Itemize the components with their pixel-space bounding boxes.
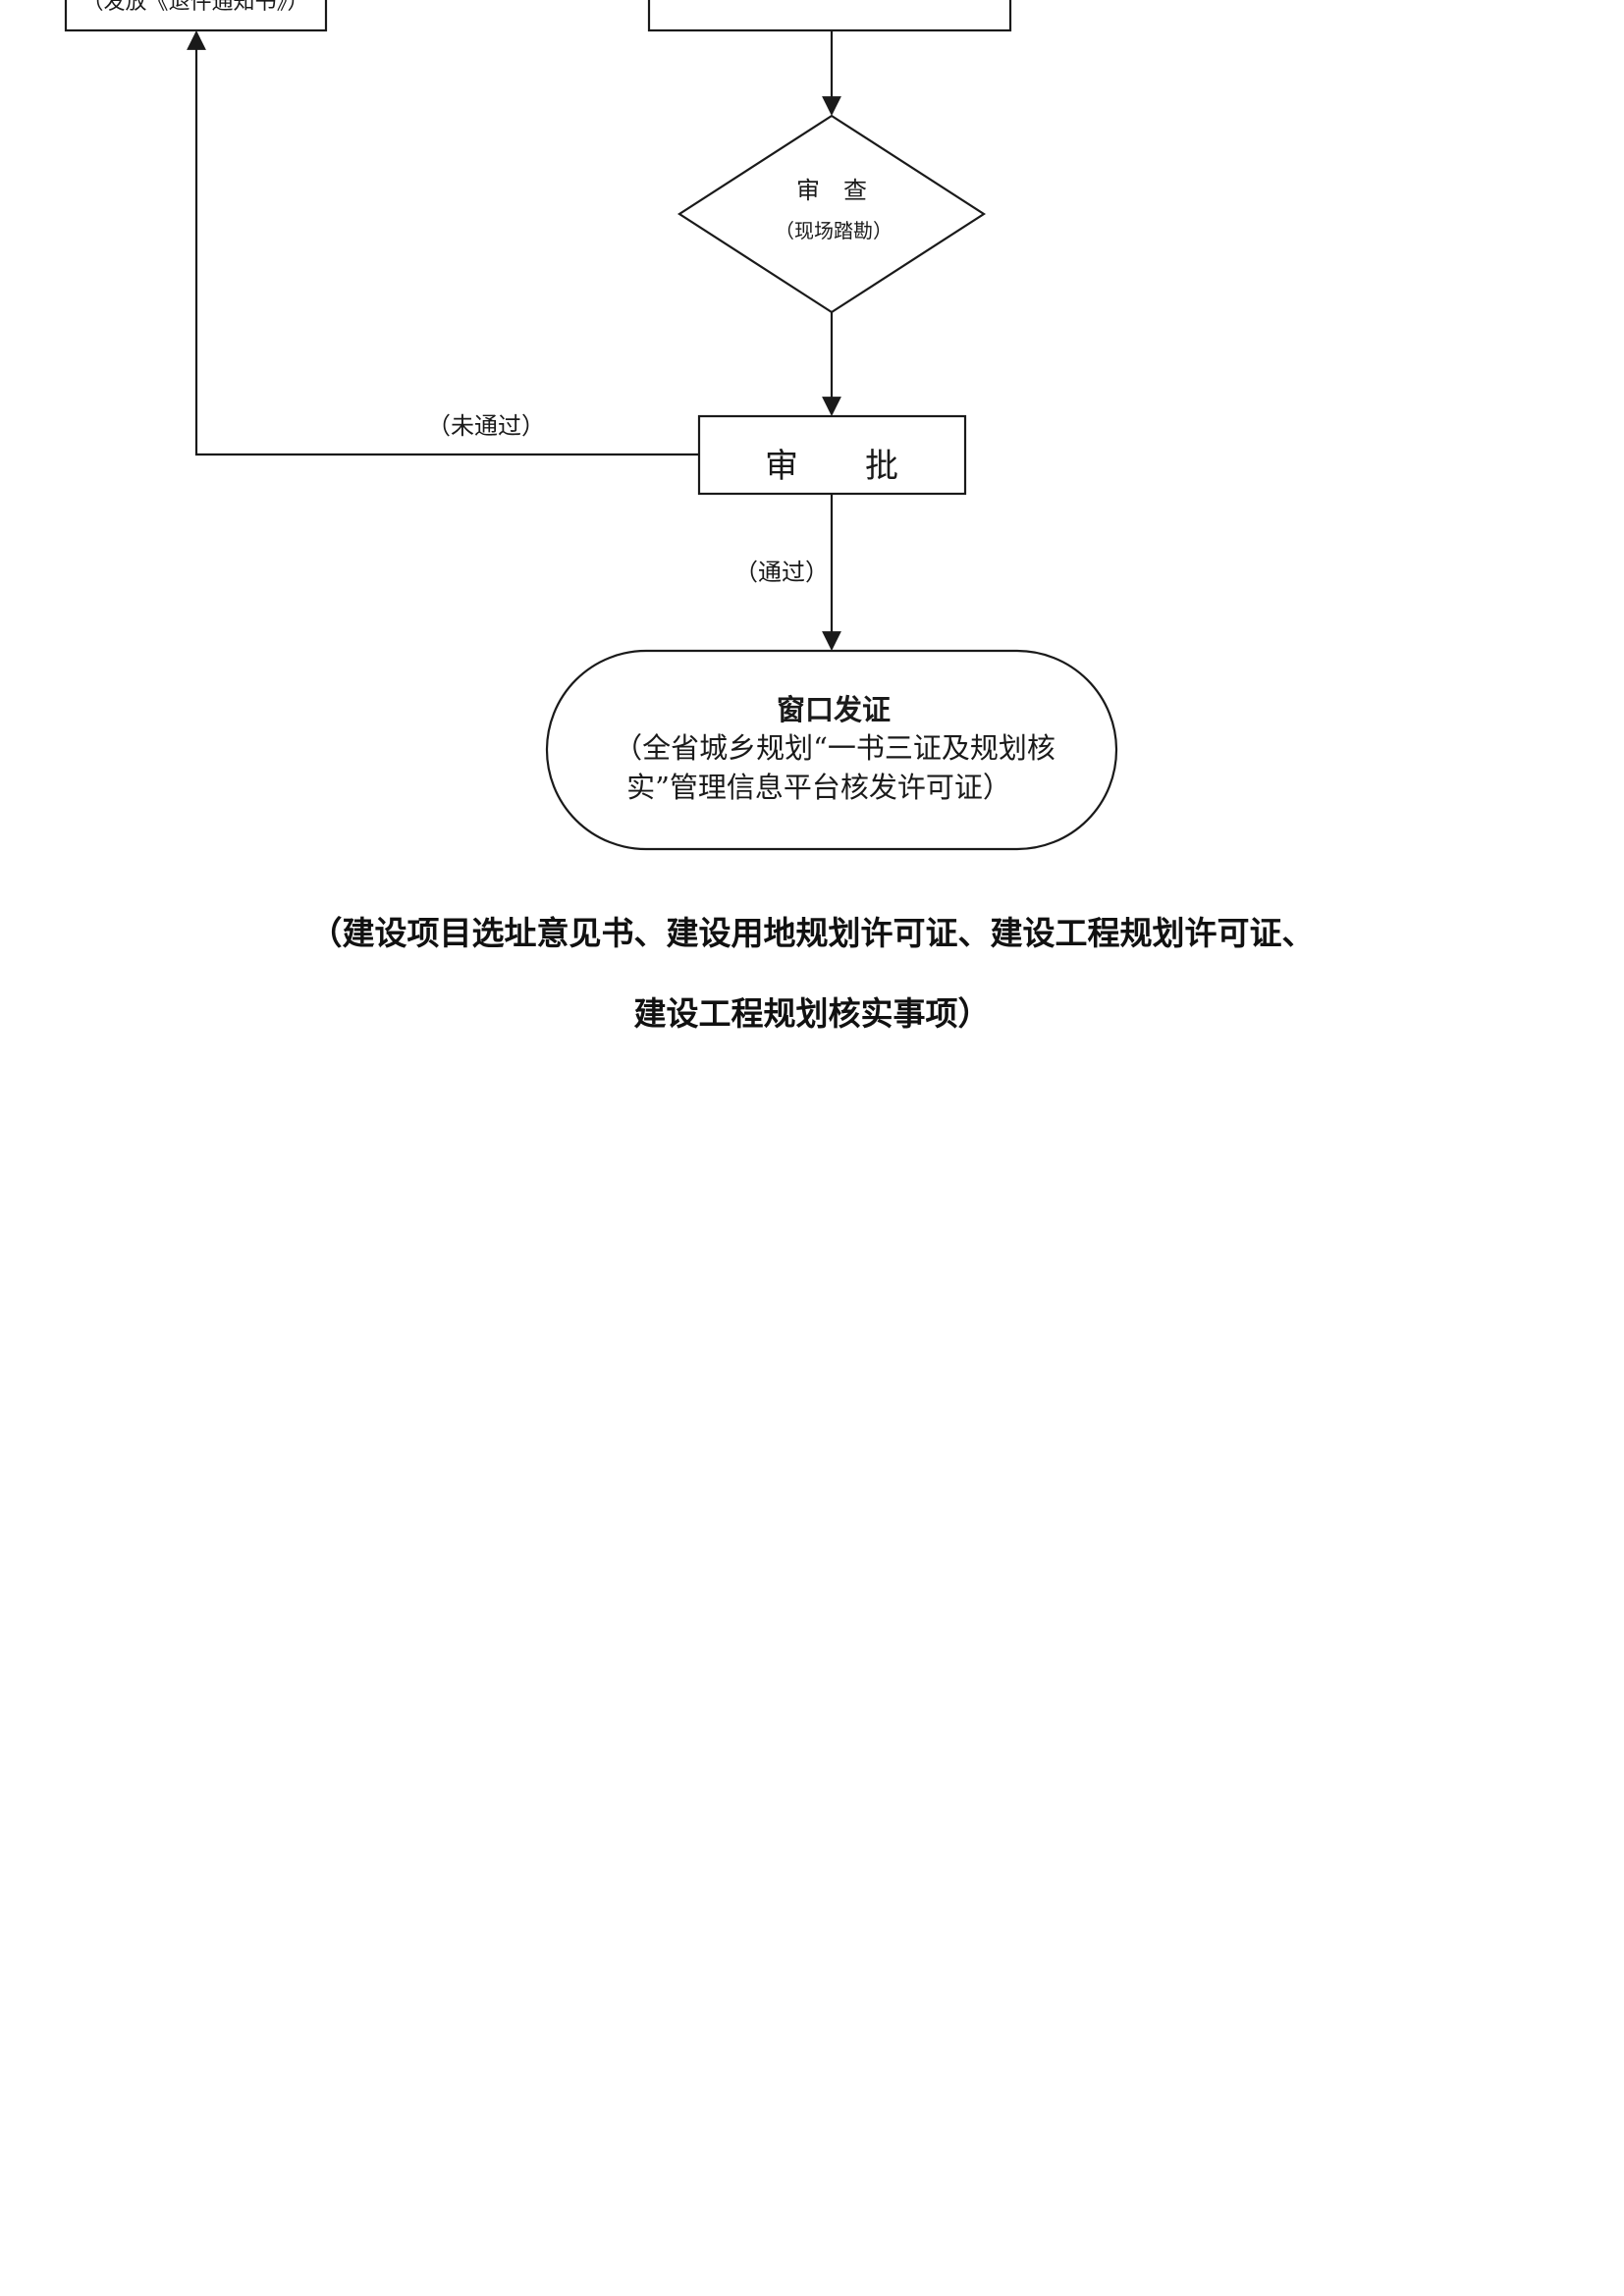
passed-label: （通过） — [734, 559, 829, 586]
reject-notice-box — [64, 0, 328, 32]
issue-line-1: （全省城乡规划“一书三证及规划核 — [614, 731, 1056, 765]
approval-label: 审 批 — [765, 447, 898, 486]
issue-terminator — [545, 649, 1118, 851]
flowchart: （发放《退件通知书》） 审 查 （现场踏勘） 审 批 （未通过） （通过） 窗口… — [64, 0, 1118, 851]
review-note: （现场踏勘） — [775, 219, 893, 242]
rejected-label: （未通过） — [427, 412, 545, 440]
caption-line-2: 建设工程规划核实事项） — [633, 994, 991, 1033]
reject-notice-text: （发放《退件通知书》） — [81, 0, 308, 15]
review-diamond — [677, 114, 987, 314]
caption-line-1: （建设项目选址意见书、建设用地规划许可证、建设工程规划许可证、 — [309, 914, 1315, 952]
issue-title: 窗口发证 — [777, 693, 891, 726]
rejection-path — [187, 30, 699, 456]
review-label: 审 查 — [796, 177, 867, 204]
previous-step-box — [647, 0, 1012, 32]
issue-line-2: 实”管理信息平台核发许可证） — [626, 771, 1011, 804]
